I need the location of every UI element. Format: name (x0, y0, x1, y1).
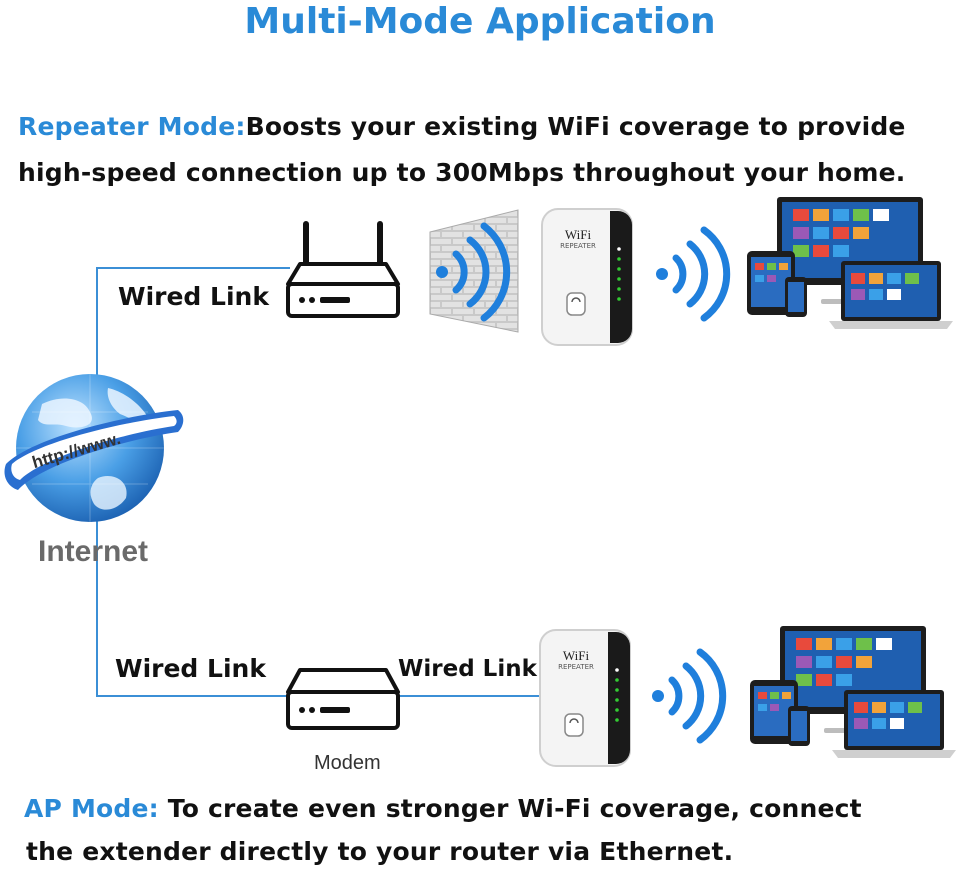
ap-wired-link-right-label: Wired Link (398, 656, 537, 682)
internet-label: Internet (38, 535, 149, 568)
device-brand: WiFi (564, 227, 592, 242)
repeater-description-line1: Repeater Mode:Boosts your existing WiFi … (18, 112, 906, 141)
ap-text-line2: the extender directly to your router via… (26, 837, 734, 866)
ap-wire-left (96, 695, 290, 697)
ap-wire-right (398, 695, 540, 697)
repeater-text-line1: Boosts your existing WiFi coverage to pr… (245, 112, 906, 141)
globe-icon (4, 374, 184, 522)
ap-mode-label: AP Mode: (24, 794, 159, 823)
repeater-mode-label: Repeater Mode: (18, 112, 246, 141)
device-sub: REPEATER (558, 663, 594, 671)
modem-label: Modem (314, 752, 381, 774)
router-icon (286, 221, 400, 318)
modem-icon (286, 668, 400, 730)
repeater-wired-link-label: Wired Link (118, 282, 269, 311)
ap-wired-link-left-label: Wired Link (115, 654, 266, 683)
wifi-signal-icon (656, 226, 731, 322)
devices-icon (747, 197, 953, 329)
wifi-signal-icon (436, 222, 511, 322)
device-brand: WiFi (562, 648, 590, 663)
repeater-device: WiFi REPEATER (540, 207, 634, 347)
devices-icon (750, 626, 956, 758)
ap-text-line1: To create even stronger Wi-Fi coverage, … (167, 794, 862, 823)
repeater-text-line2: high-speed connection up to 300Mbps thro… (18, 158, 906, 187)
ap-description-line1: AP Mode: To create even stronger Wi-Fi c… (24, 794, 862, 823)
page-title: Multi-Mode Application (244, 1, 716, 42)
repeater-wire (96, 267, 290, 269)
repeater-device: WiFi REPEATER (538, 628, 632, 768)
device-sub: REPEATER (560, 242, 596, 250)
wifi-signal-icon (652, 648, 727, 744)
